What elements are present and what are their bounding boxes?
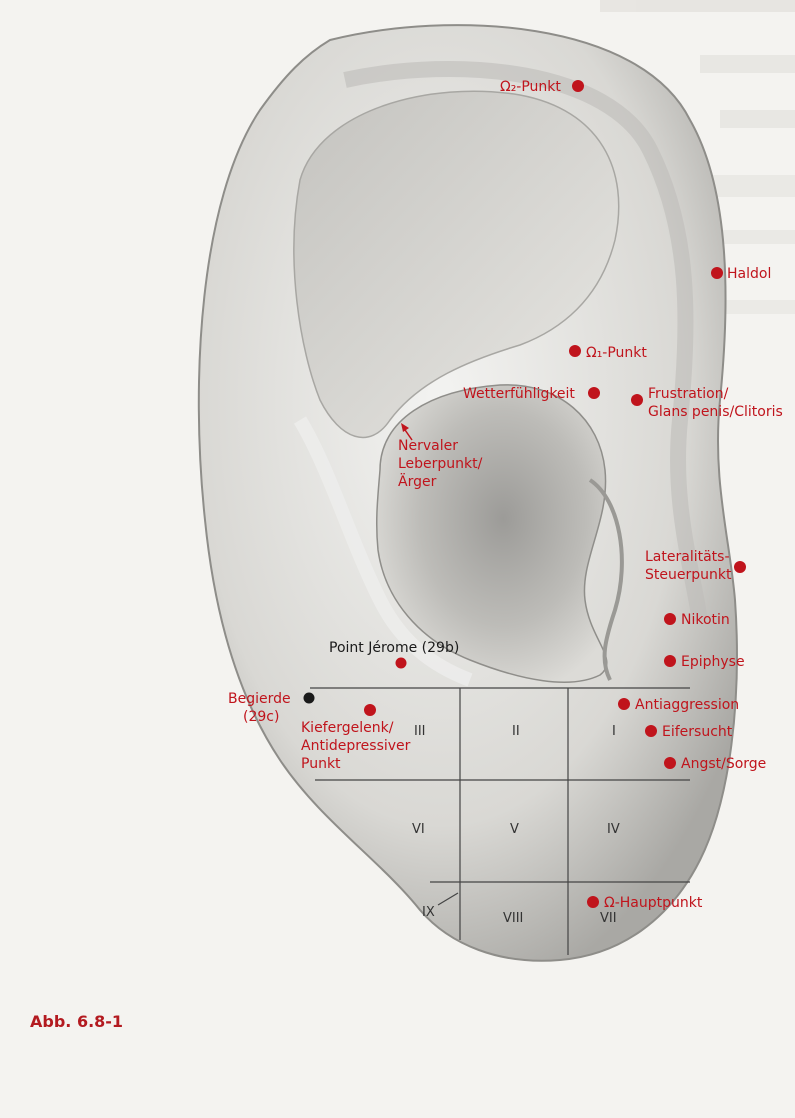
zone-VIII: VIII <box>503 911 523 926</box>
lateral-label-1: Lateralitäts- <box>645 549 730 565</box>
frustration-dot <box>631 394 643 406</box>
zone-I: I <box>612 724 616 739</box>
begierde-label-1: Begierde <box>228 691 291 707</box>
lateral-label-2: Steuerpunkt <box>645 567 732 583</box>
epiphyse-dot <box>664 655 676 667</box>
angst-dot <box>664 757 676 769</box>
omega2-dot <box>572 80 584 92</box>
nervaler-label-1: Nervaler <box>398 438 458 454</box>
epiphyse-label: Epiphyse <box>681 654 745 670</box>
angst-label: Angst/Sorge <box>681 756 766 772</box>
zone-II: II <box>512 724 520 739</box>
zone-V: V <box>510 822 519 837</box>
antiagg-label: Antiaggression <box>635 697 739 713</box>
begierde-label-2: (29c) <box>243 709 279 725</box>
zone-VI: VI <box>412 822 425 837</box>
lateral-dot <box>734 561 746 573</box>
zone-III: III <box>414 724 426 739</box>
zone-IV: IV <box>607 822 620 837</box>
wetter-dot <box>588 387 600 399</box>
omegahaupt-dot <box>587 896 599 908</box>
begierde-dot <box>304 693 315 704</box>
eifersucht-dot <box>645 725 657 737</box>
haldol-label: Haldol <box>727 266 771 282</box>
kiefer-dot <box>364 704 376 716</box>
kiefer-label-3: Punkt <box>301 756 341 772</box>
haldol-dot <box>711 267 723 279</box>
omegahaupt-label: Ω-Hauptpunkt <box>604 895 703 911</box>
jerome-dot <box>396 658 407 669</box>
kiefer-label-2: Antidepressiver <box>301 738 411 754</box>
frustration-label-2: Glans penis/Clitoris <box>648 404 783 420</box>
zone-IX: IX <box>422 905 435 920</box>
nervaler-label-3: Ärger <box>398 472 437 490</box>
omega1-dot <box>569 345 581 357</box>
omega1-label: Ω₁-Punkt <box>586 345 647 361</box>
frustration-label-1: Frustration/ <box>648 386 729 402</box>
wetter-label: Wetterfühligkeit <box>463 386 575 402</box>
jerome-label: Point Jérome (29b) <box>329 640 459 656</box>
eifersucht-label: Eifersucht <box>662 724 733 740</box>
nikotin-label: Nikotin <box>681 612 730 628</box>
omega2-label: Ω₂-Punkt <box>500 79 561 95</box>
nikotin-dot <box>664 613 676 625</box>
nervaler-label-2: Leberpunkt/ <box>398 456 483 472</box>
kiefer-label-1: Kiefergelenk/ <box>301 720 394 736</box>
figure-caption: Abb. 6.8-1 <box>30 1012 123 1031</box>
zone-VII: VII <box>600 911 617 926</box>
antiagg-dot <box>618 698 630 710</box>
